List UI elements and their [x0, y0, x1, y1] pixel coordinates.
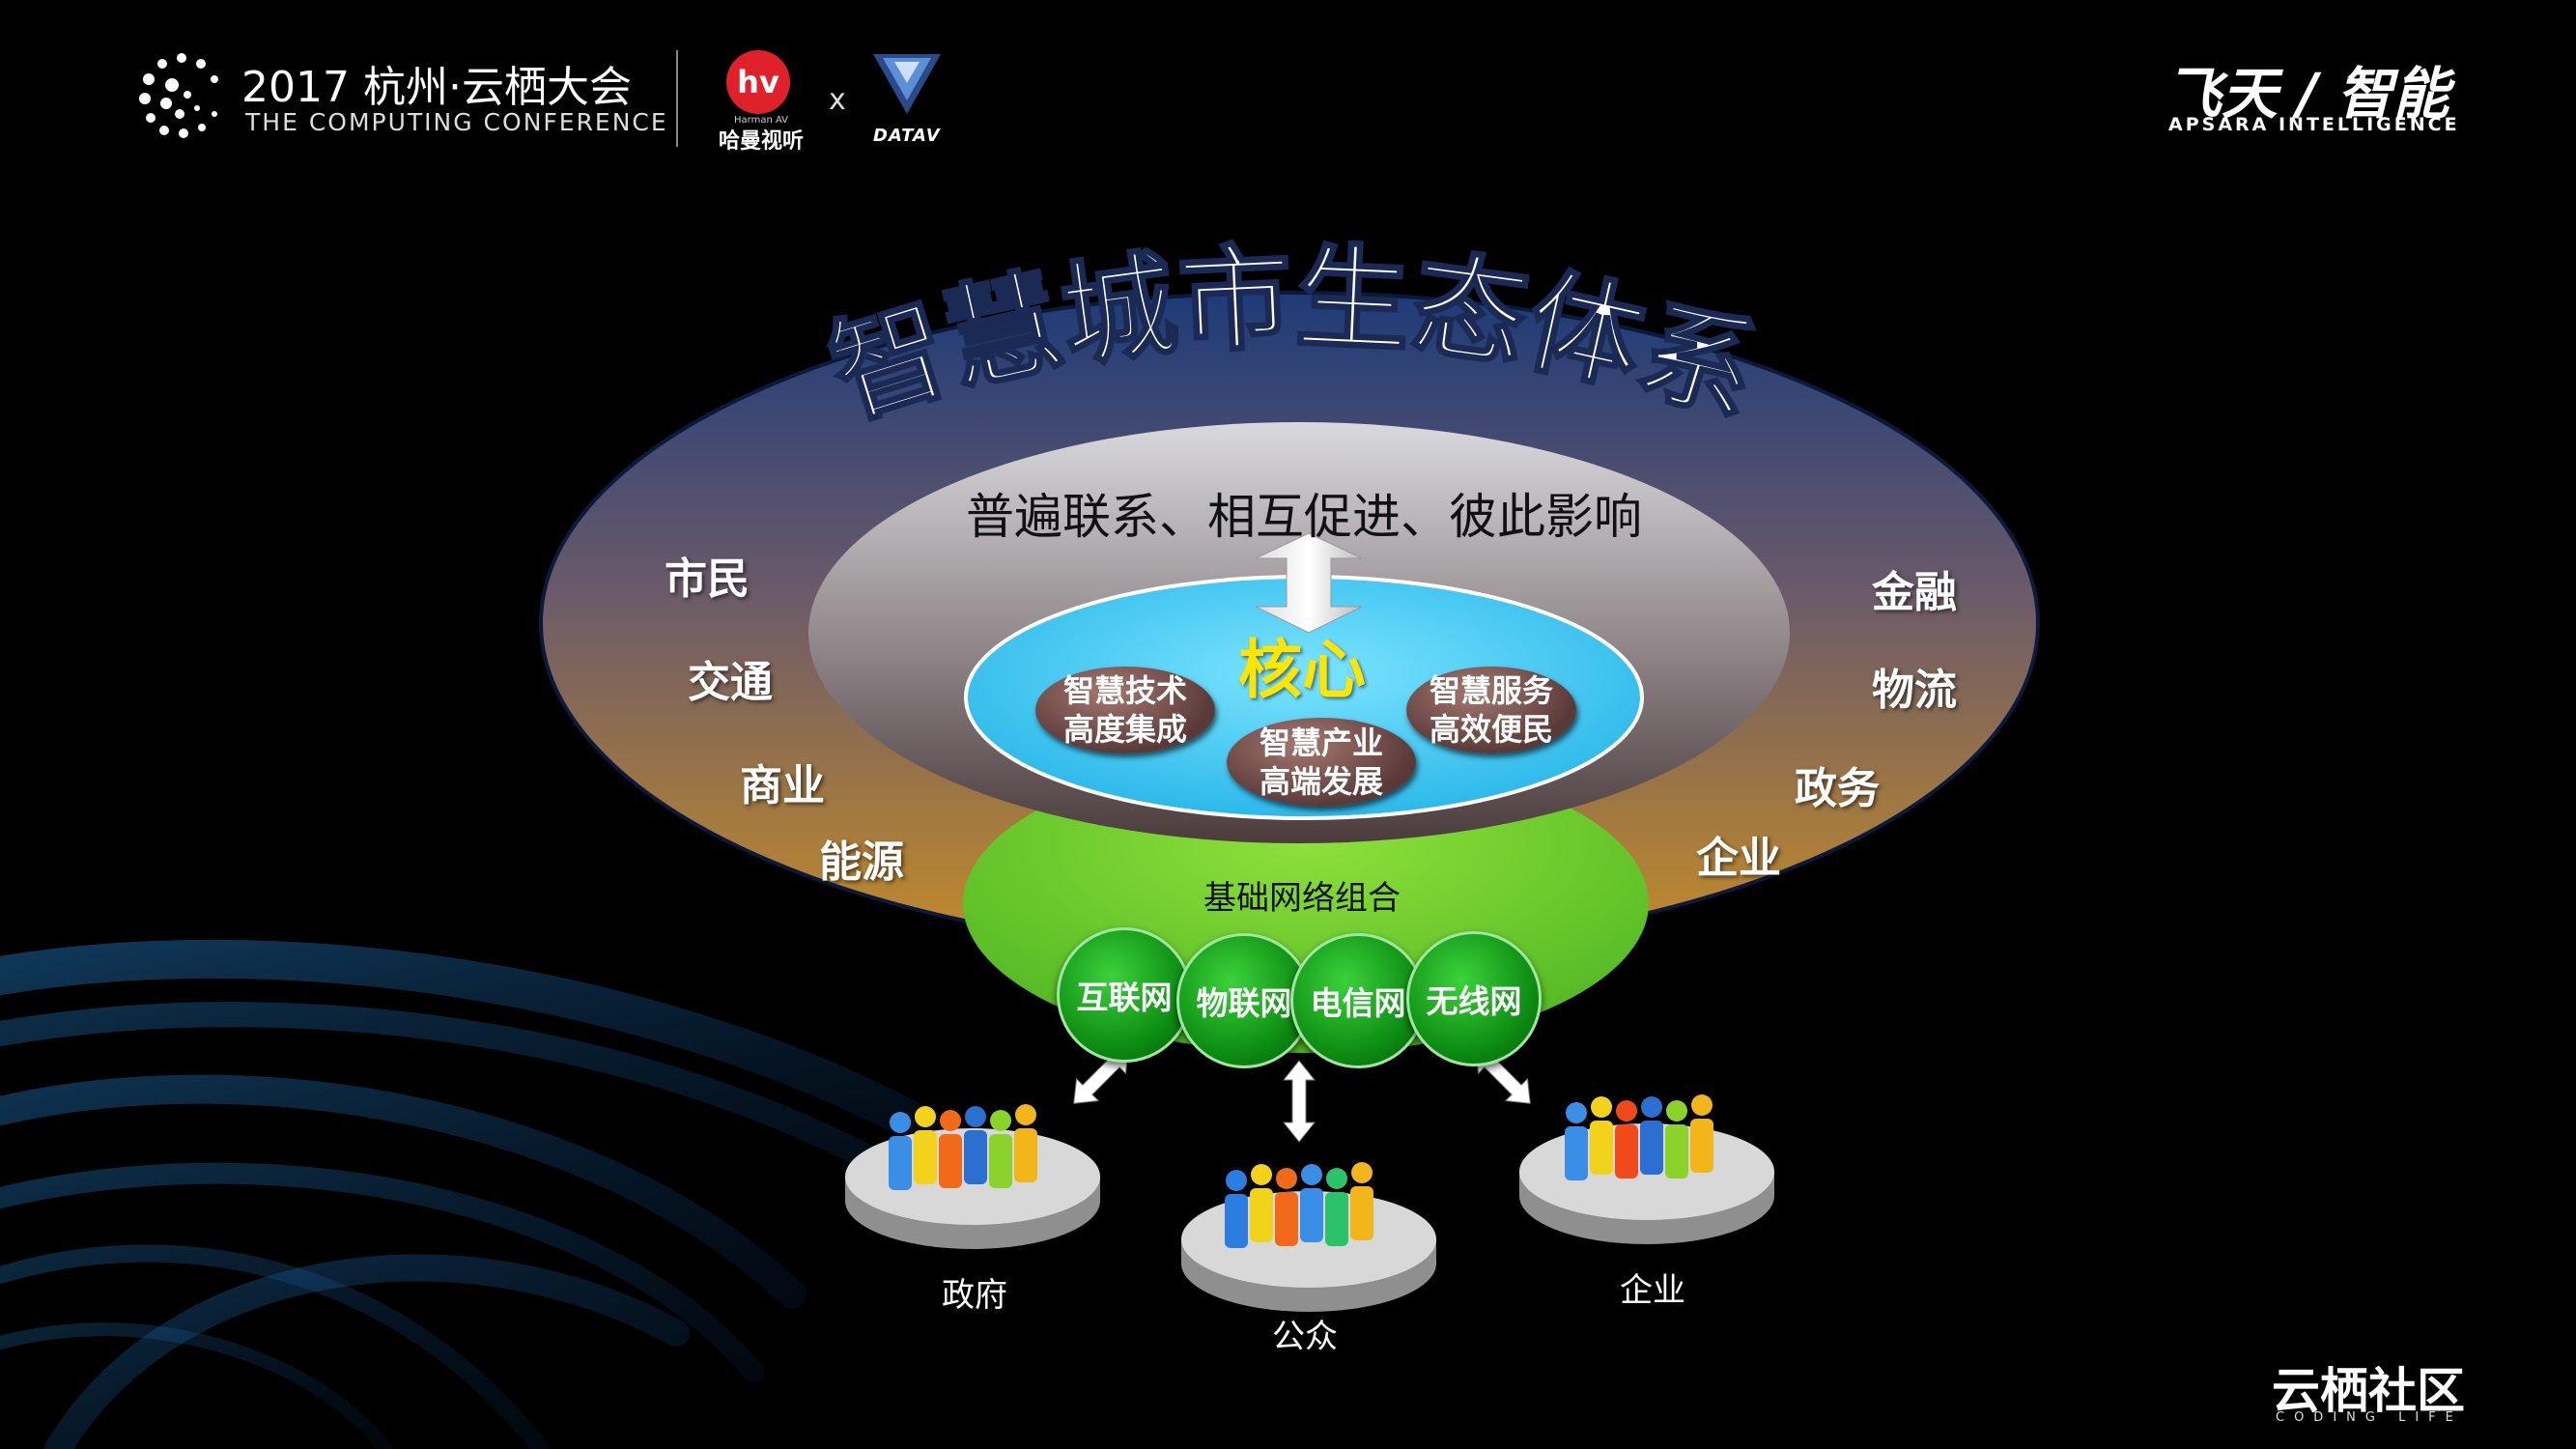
partner1-name: 哈曼视听	[719, 129, 805, 154]
ring-label-traffic: 交通	[688, 658, 773, 707]
people-government-icon	[889, 1104, 1037, 1190]
partner1-logo-icon: hv	[726, 50, 790, 114]
partner1-small: Harman AV	[734, 115, 789, 126]
ring-label-government: 政务	[1795, 764, 1880, 813]
core-item-tech-line1: 智慧技术	[1062, 672, 1187, 709]
conference-title: 2017 杭州·云栖大会	[241, 63, 632, 112]
core-item-industry-line2: 高端发展	[1259, 763, 1383, 800]
core-item-industry-line1: 智慧产业	[1259, 724, 1383, 761]
core-item-service-line2: 高效便民	[1429, 711, 1553, 748]
ring-label-enterprise: 企业	[1696, 834, 1781, 883]
group-label-public: 公众	[1272, 1318, 1338, 1356]
core-item-industry: 智慧产业 高端发展	[1227, 718, 1416, 807]
brand-title: 飞天 / 智能	[2166, 61, 2449, 127]
core-arrow	[1255, 532, 1363, 634]
network-wireless: 无线网	[1406, 931, 1542, 1066]
footer-brand: 云栖社区	[2272, 1363, 2465, 1419]
people-enterprise-icon	[1565, 1094, 1713, 1180]
group-label-enterprise: 企业	[1620, 1271, 1685, 1310]
brand-subtitle: APSARA INTELLIGENCE	[2168, 114, 2460, 135]
header-divider	[676, 50, 678, 147]
footer-brand-sub: CODING LIFE	[2276, 1410, 2463, 1425]
group-label-government: 政府	[942, 1276, 1007, 1315]
partner2-name: DATAV	[873, 126, 941, 146]
network-telecom: 电信网	[1290, 933, 1426, 1068]
diagram-title: 智慧城市生态体系	[815, 231, 1772, 442]
core-item-service: 智慧服务 高效便民	[1406, 667, 1576, 753]
network-label: 基础网络组合	[1203, 879, 1401, 918]
diagram-tagline: 普遍联系、相互促进、彼此影响	[966, 489, 1642, 545]
core-label: 核心	[1238, 633, 1366, 707]
network-internet: 互联网	[1057, 927, 1192, 1063]
ring-label-logistics: 物流	[1872, 666, 1957, 715]
ring-label-commerce: 商业	[740, 761, 825, 810]
core-item-tech: 智慧技术 高度集成	[1035, 667, 1215, 753]
conference-logo-icon	[139, 53, 218, 138]
ring-label-finance: 金融	[1872, 568, 1957, 617]
ring-label-citizens: 市民	[665, 554, 750, 604]
core-item-service-line1: 智慧服务	[1429, 672, 1553, 709]
arrow-to-public	[1282, 1060, 1316, 1143]
ring-label-energy: 能源	[819, 838, 904, 887]
core-item-tech-line2: 高度集成	[1062, 711, 1187, 748]
network-iot: 物联网	[1176, 933, 1312, 1068]
conference-subtitle: THE COMPUTING CONFERENCE	[245, 108, 668, 136]
times-sign: x	[829, 83, 846, 117]
partner2-logo-icon	[873, 54, 941, 114]
people-public-icon	[1225, 1162, 1373, 1248]
